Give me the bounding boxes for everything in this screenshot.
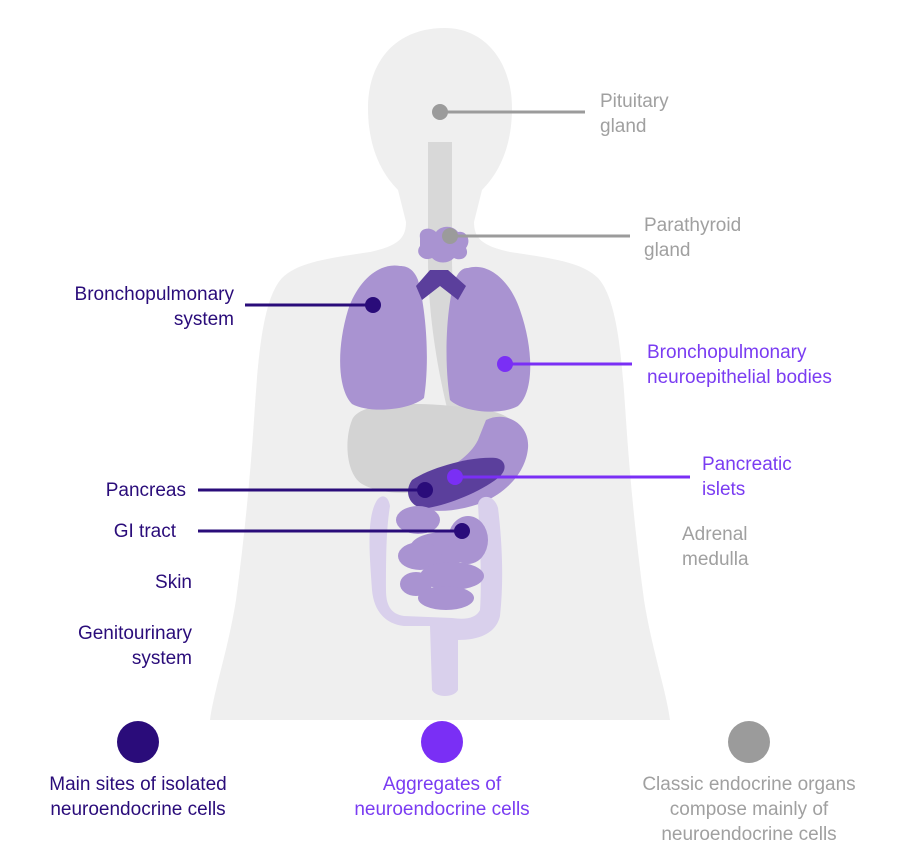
marker-dots bbox=[365, 104, 513, 539]
pancreas-label: Pancreas bbox=[105, 480, 186, 501]
left-lung bbox=[340, 265, 427, 410]
parathyroid-dot bbox=[442, 228, 458, 244]
pituitary-label: Pituitary gland bbox=[600, 91, 669, 137]
legend-aggregates-text: Aggregates of neuroendocrine cells bbox=[354, 774, 530, 820]
neuroepithelial-dot bbox=[497, 356, 513, 372]
pituitary-dot bbox=[432, 104, 448, 120]
bronchi bbox=[416, 270, 466, 300]
small-intestine bbox=[396, 506, 488, 610]
connector-lines bbox=[198, 110, 690, 533]
neuroepithelial-bodies-label: Bronchopulmonary neuroepithelial bodies bbox=[647, 342, 832, 388]
legend-classic-dot bbox=[728, 721, 770, 763]
legend-aggregates-dot bbox=[421, 721, 463, 763]
adrenal-medulla-label: Adrenal medulla bbox=[682, 524, 749, 570]
genitourinary-label: Genitourinary system bbox=[77, 623, 192, 669]
large-intestine bbox=[369, 496, 503, 696]
skin-label: Skin bbox=[155, 572, 192, 593]
legend-main-dot bbox=[117, 721, 159, 763]
gi-tract-dot bbox=[454, 523, 470, 539]
bronchopulmonary-dot bbox=[365, 297, 381, 313]
right-lung bbox=[446, 266, 531, 412]
parathyroid-label: Parathyroid gland bbox=[644, 215, 742, 261]
pancreatic-islets-dot bbox=[447, 469, 463, 485]
bronchopulmonary-system-label: Bronchopulmonary system bbox=[74, 284, 234, 330]
gi-tract-label: GI tract bbox=[113, 521, 176, 542]
pancreas-dot bbox=[417, 482, 433, 498]
legend-classic-text: Classic endocrine organs compose mainly … bbox=[642, 774, 856, 845]
pancreatic-islets-label: Pancreatic islets bbox=[702, 454, 792, 500]
legend-main-text: Main sites of isolated neuroendocrine ce… bbox=[49, 774, 227, 820]
